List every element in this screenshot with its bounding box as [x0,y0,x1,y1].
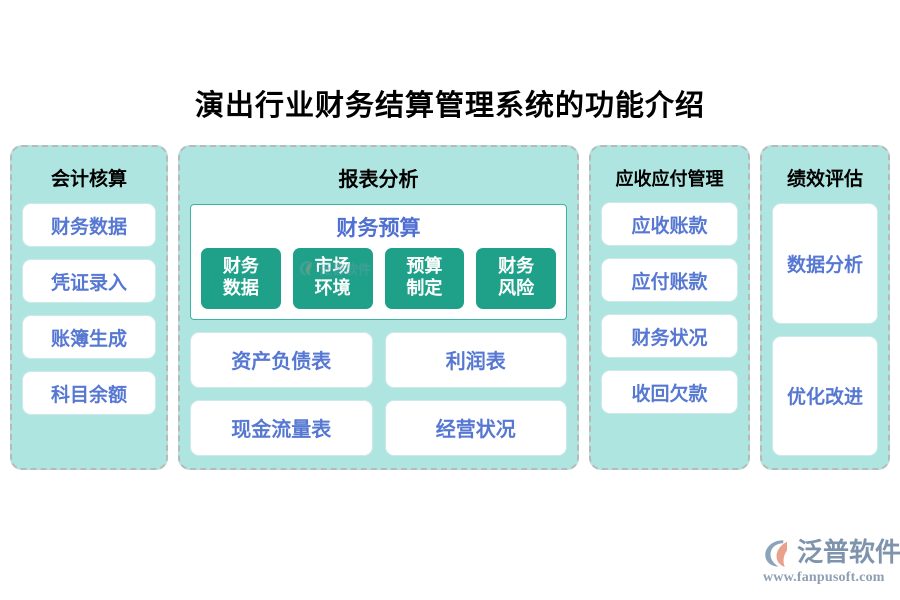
columns-container: 会计核算 财务数据 凭证录入 账簿生成 科目余额 报表分析 财务预算 财务数据 … [10,145,890,470]
card-item[interactable]: 现金流量表 [190,399,373,456]
panel-title-receivable-payable: 应收应付管理 [615,169,724,189]
panel-title-performance-evaluation: 绩效评估 [786,169,863,190]
card-item[interactable]: 科目余额 [22,371,156,415]
card-item[interactable]: 财务状况 [601,314,738,358]
subpanel-budget: 财务预算 财务数据 市场环境 预算制定 财务风险 [190,204,567,320]
chip-item[interactable]: 财务风险 [476,248,556,309]
brand-logo: 泛普软件 www.fanpusoft.com [763,536,900,590]
card-item[interactable]: 资产负债表 [190,331,373,388]
logo-name: 泛普软件 [797,537,900,567]
card-list-receivable-payable: 应收账款 应付账款 财务状况 收回欠款 [601,202,738,456]
card-list-performance-evaluation: 数据分析 优化改进 [772,203,878,456]
card-item[interactable]: 应收账款 [601,202,738,246]
card-list-accounting: 财务数据 凭证录入 账簿生成 科目余额 [22,203,156,456]
card-item[interactable]: 经营状况 [384,399,567,456]
grid-reports: 资产负债表 利润表 现金流量表 经营状况 [190,331,567,456]
fanpu-logo-icon [763,538,793,568]
chip-item[interactable]: 预算制定 [384,248,465,309]
page-title: 演出行业财务结算管理系统的功能介绍 [194,90,705,122]
card-item[interactable]: 利润表 [384,331,567,388]
panel-performance-evaluation: 绩效评估 数据分析 优化改进 [760,145,890,470]
chip-item[interactable]: 市场环境 [292,248,373,309]
grid-row: 资产负债表 利润表 [190,331,567,388]
panel-accounting: 会计核算 财务数据 凭证录入 账簿生成 科目余额 [10,145,168,470]
logo-url: www.fanpusoft.com [763,570,885,585]
grid-row: 现金流量表 经营状况 [190,399,567,456]
card-item[interactable]: 收回欠款 [601,370,738,414]
panel-report-analysis: 报表分析 财务预算 财务数据 市场环境 预算制定 财务风险 资产负债表 利润表 … [178,145,579,470]
card-item[interactable]: 优化改进 [772,335,878,456]
card-item[interactable]: 凭证录入 [22,259,156,303]
logo-row: 泛普软件 [763,536,900,569]
card-item[interactable]: 账簿生成 [22,315,156,359]
panel-title-report-analysis: 报表分析 [338,169,419,191]
card-item[interactable]: 应付账款 [601,258,738,302]
card-item[interactable]: 数据分析 [772,203,878,324]
subpanel-title-budget: 财务预算 [336,216,421,240]
panel-receivable-payable: 应收应付管理 应收账款 应付账款 财务状况 收回欠款 [589,145,750,470]
chip-item[interactable]: 财务数据 [201,248,281,309]
panel-title-accounting: 会计核算 [50,169,127,190]
card-item[interactable]: 财务数据 [22,203,156,247]
chip-row-budget: 财务数据 市场环境 预算制定 财务风险 [201,248,556,309]
